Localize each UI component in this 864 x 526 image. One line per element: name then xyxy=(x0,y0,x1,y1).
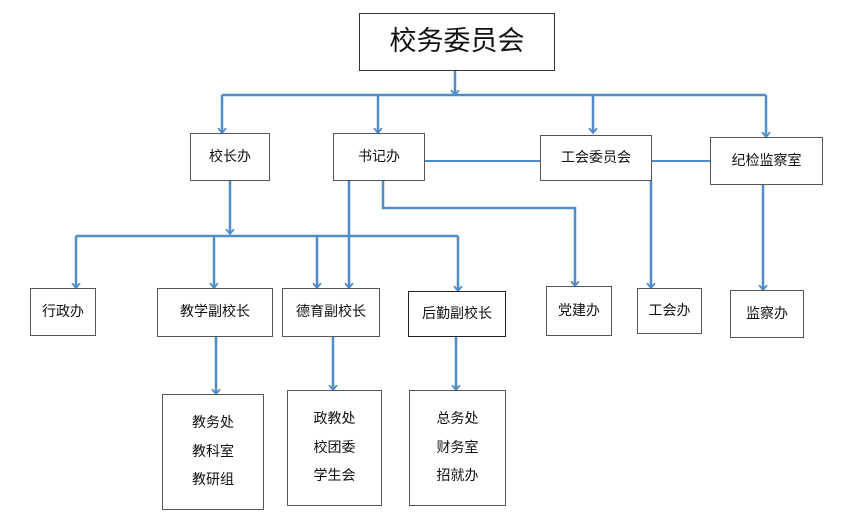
node-root-label: 校务委员会 xyxy=(389,25,525,57)
node-discipline-office: 纪检监察室 xyxy=(710,137,823,185)
node-secretary-office-label: 书记办 xyxy=(358,148,400,165)
dept-academic-affairs: 教务处 xyxy=(192,414,234,431)
node-union-committee-label: 工会委员会 xyxy=(561,149,631,166)
node-vp-logistics: 后勤副校长 xyxy=(408,291,506,337)
dept-research-office: 教科室 xyxy=(192,443,234,460)
edge-to-party-office xyxy=(381,181,575,286)
node-vp-moral-label: 德育副校长 xyxy=(296,304,366,321)
dept-enrollment-office: 招就办 xyxy=(436,468,479,485)
node-moral-depts: 政教处 校团委 学生会 xyxy=(287,390,382,506)
node-discipline-office-label: 纪检监察室 xyxy=(731,152,802,169)
node-admin-office-label: 行政办 xyxy=(42,303,84,320)
node-vp-teaching-label: 教学副校长 xyxy=(180,304,250,321)
node-principal-office: 校长办 xyxy=(190,133,270,181)
node-union-office-label: 工会办 xyxy=(648,302,691,319)
node-supervision-office: 监察办 xyxy=(730,290,804,338)
dept-student-union: 学生会 xyxy=(313,468,356,485)
node-supervision-office-label: 监察办 xyxy=(746,305,788,322)
node-union-committee: 工会委员会 xyxy=(540,135,652,181)
dept-finance-office: 财务室 xyxy=(436,439,479,456)
node-party-office: 党建办 xyxy=(546,286,612,336)
node-teaching-depts: 教务处 教科室 教研组 xyxy=(162,394,264,510)
node-vp-teaching: 教学副校长 xyxy=(157,288,273,337)
node-union-office: 工会办 xyxy=(637,288,702,334)
node-vp-logistics-label: 后勤副校长 xyxy=(422,305,492,322)
node-secretary-office: 书记办 xyxy=(333,133,425,181)
node-principal-office-label: 校长办 xyxy=(209,148,251,165)
dept-teaching-research-group: 教研组 xyxy=(192,472,234,489)
dept-general-affairs: 总务处 xyxy=(436,410,479,427)
dept-youth-league: 校团委 xyxy=(313,439,356,456)
dept-political-education: 政教处 xyxy=(313,410,356,427)
node-party-office-label: 党建办 xyxy=(558,302,600,319)
node-root: 校务委员会 xyxy=(359,13,555,71)
node-admin-office: 行政办 xyxy=(30,288,96,336)
node-logistics-depts: 总务处 财务室 招就办 xyxy=(409,390,506,506)
node-vp-moral: 德育副校长 xyxy=(282,288,380,337)
